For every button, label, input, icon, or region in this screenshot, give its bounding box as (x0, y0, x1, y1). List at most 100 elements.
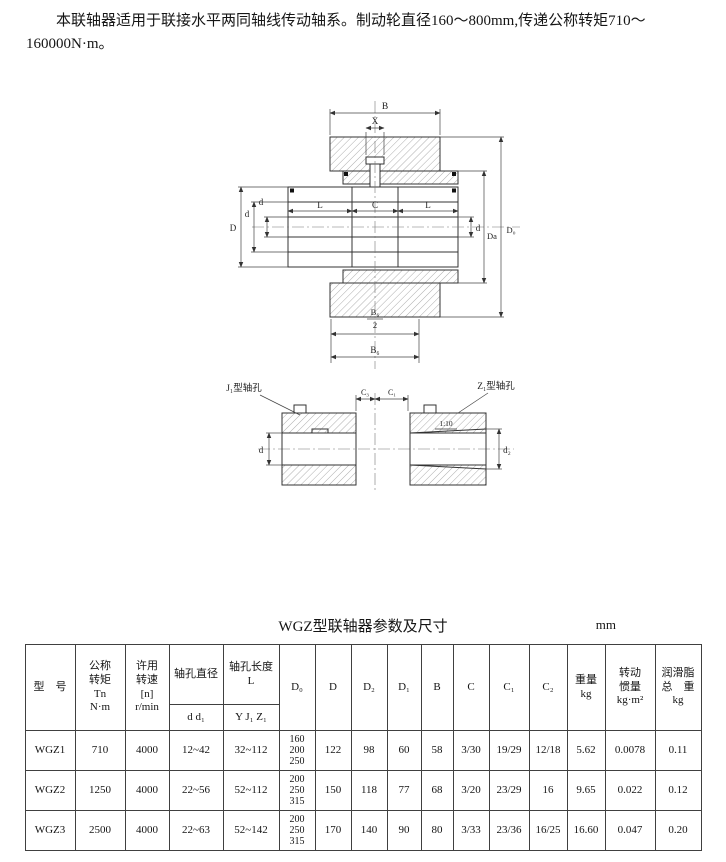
bolt-dot (452, 188, 456, 193)
cell-c2: 12/18 (528, 730, 568, 771)
cell-c1: 19/29 (488, 730, 530, 771)
dim-label-b: B (382, 102, 388, 112)
dim-label-d2-detail: d₂ (503, 445, 511, 455)
dim-label-b6: B₆ (370, 345, 379, 355)
dim-label-c3: C₃ (361, 388, 369, 397)
table-row: WGZ1 710 4000 12~42 32~112 160 200 250 1… (24, 730, 702, 771)
detail-dimension-lines (259, 392, 502, 470)
dimension-lines (238, 109, 504, 363)
dim-label-d0: D₀ (506, 225, 515, 235)
col-header-c2: C₂ (528, 644, 568, 731)
taper-ratio-label: 1:10 (439, 419, 453, 428)
label-j1-bore: J₁型轴孔 (226, 382, 262, 394)
cell-d2: 118 (350, 770, 388, 811)
cell-grease: 0.20 (654, 810, 702, 851)
dim-label-d-detail: d (259, 445, 264, 455)
cell-b: 80 (420, 810, 454, 851)
cell-d: 170 (314, 810, 352, 851)
diagram-labels: B X L C L D d d d Da D₀ B₆ 2 B₆ J₁型轴孔 Z₁… (226, 102, 515, 455)
bolt-dot (452, 172, 456, 176)
dim-label-small-d-left: d (245, 209, 250, 219)
table-row: WGZ2 1250 4000 22~56 52~112 200 250 315 … (24, 770, 702, 811)
cell-c1: 23/36 (488, 810, 530, 851)
col-header-bore-length: 轴孔长度 L (222, 644, 280, 705)
col-header-speed: 许用 转速 [n] r/min (124, 644, 170, 731)
cell-d2: 98 (350, 730, 388, 771)
cell-torque: 1250 (74, 770, 126, 811)
cell-speed: 4000 (124, 810, 170, 851)
col-header-d0: D₀ (278, 644, 316, 731)
cell-weight: 5.62 (566, 730, 606, 771)
dim-label-bore-d-right: d (476, 223, 481, 233)
dim-label-da: Da (487, 231, 497, 241)
cell-bore-len: 52~142 (222, 810, 280, 851)
col-header-c1: C₁ (488, 644, 530, 731)
technical-drawing: B X L C L D d d d Da D₀ B₆ 2 B₆ J₁型轴孔 Z₁… (226, 101, 520, 493)
label-z1-bore: Z₁型轴孔 (477, 380, 515, 392)
cell-bore-dia: 22~56 (168, 770, 224, 811)
cell-inertia: 0.022 (604, 770, 656, 811)
cell-d1: 77 (386, 770, 422, 811)
cell-d0: 200 250 315 (278, 770, 316, 811)
cell-c2: 16/25 (528, 810, 568, 851)
cell-d0: 160 200 250 (278, 730, 316, 771)
cell-speed: 4000 (124, 730, 170, 771)
cell-speed: 4000 (124, 770, 170, 811)
cell-inertia: 0.047 (604, 810, 656, 851)
cell-grease: 0.11 (654, 730, 702, 771)
cell-c2: 16 (528, 770, 568, 811)
cell-b: 68 (420, 770, 454, 811)
cell-weight: 16.60 (566, 810, 606, 851)
col-header-torque: 公称 转矩 Tn N·m (74, 644, 126, 731)
cell-bore-dia: 12~42 (168, 730, 224, 771)
table-row: WGZ3 2500 4000 22~63 52~142 200 250 315 … (24, 810, 702, 851)
cell-d1: 90 (386, 810, 422, 851)
dim-label-l-left: L (317, 200, 323, 210)
cell-model: WGZ3 (24, 810, 76, 851)
cell-inertia: 0.0078 (604, 730, 656, 771)
bore-detail-views (281, 404, 487, 486)
dim-label-c: C (372, 200, 378, 210)
cell-bore-len: 32~112 (222, 730, 280, 771)
col-header-weight: 重量 kg (566, 644, 606, 731)
col-header-d1: D₁ (386, 644, 422, 731)
col-header-inertia: 转动 惯量 kg·m² (604, 644, 656, 731)
col-header-d: D (314, 644, 352, 731)
col-header-c: C (452, 644, 490, 731)
dim-label-c1: C₁ (388, 388, 396, 397)
col-header-grease: 润滑脂 总 重 kg (654, 644, 702, 731)
cell-weight: 9.65 (566, 770, 606, 811)
bolt-dot (344, 172, 348, 176)
cell-bore-dia: 22~63 (168, 810, 224, 851)
table-title-row: WGZ型联轴器参数及尺寸 mm (25, 615, 701, 636)
dim-label-x: X (372, 116, 379, 126)
cell-model: WGZ2 (24, 770, 76, 811)
dim-label-l-right: L (425, 200, 431, 210)
intro-paragraph: 本联轴器适用于联接水平两同轴线传动轴系。制动轮直径160～800mm,传递公称转… (26, 13, 646, 52)
dim-label-b6-numerator: B₆ (371, 307, 380, 317)
dim-label-b6-denominator: 2 (373, 320, 377, 330)
table-title: WGZ型联轴器参数及尺寸 (278, 619, 448, 635)
cell-model: WGZ1 (24, 730, 76, 771)
cell-c: 3/30 (452, 730, 490, 771)
cell-c1: 23/29 (488, 770, 530, 811)
cell-torque: 710 (74, 730, 126, 771)
cell-grease: 0.12 (654, 770, 702, 811)
cell-bore-len: 52~112 (222, 770, 280, 811)
cell-b: 58 (420, 730, 454, 771)
col-subheader-bore-length: Y J₁ Z₁ (222, 704, 280, 731)
col-header-b: B (420, 644, 454, 731)
col-header-bore-diameter: 轴孔直径 (168, 644, 224, 705)
cell-c: 3/33 (452, 810, 490, 851)
cell-d2: 140 (350, 810, 388, 851)
unit-label: mm (595, 617, 616, 632)
cell-d: 122 (314, 730, 352, 771)
cell-torque: 2500 (74, 810, 126, 851)
col-subheader-bore-diameter: d d₁ (168, 704, 224, 731)
dim-label-big-d: D (230, 223, 237, 233)
cell-d: 150 (314, 770, 352, 811)
bolt-dot (290, 188, 294, 193)
col-header-model: 型 号 (24, 644, 76, 731)
cell-c: 3/20 (452, 770, 490, 811)
